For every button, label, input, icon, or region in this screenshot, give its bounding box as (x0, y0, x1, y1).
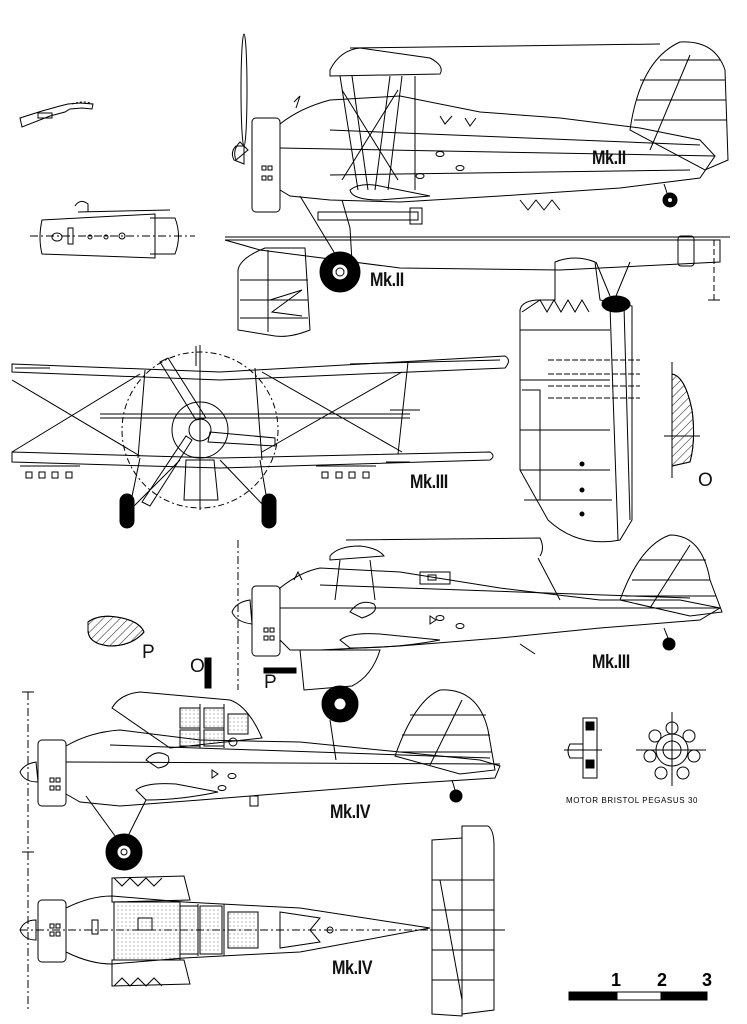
o-marker-label: O (190, 656, 205, 677)
view-label-mk4-top: Mk.IV (332, 958, 373, 979)
p-marker-label: P (264, 672, 277, 693)
exhaust-detail (19, 101, 94, 128)
engine-caption: MOTOR BRISTOL PEGASUS 30 (566, 796, 699, 805)
top-view-mk4 (19, 825, 505, 1017)
engine-front-view (636, 712, 706, 786)
p-section-marker (263, 667, 297, 674)
side-view-mk2 (231, 33, 729, 293)
view-label-mk3-front: Mk.III (410, 472, 448, 493)
view-label-mk4-side: Mk.IV (330, 802, 371, 823)
scale-tick-2: 2 (657, 970, 668, 990)
view-label-mk2-underside: Mk.II (370, 270, 404, 291)
section-p-label: P (142, 642, 155, 663)
o-section-marker (204, 657, 212, 689)
underside-view-mk2 (224, 235, 730, 337)
nose-underside-detail (30, 200, 195, 259)
front-view-mk3 (11, 345, 509, 529)
section-o (664, 362, 700, 478)
scale-tick-3: 3 (702, 970, 713, 990)
scale-tick-1: 1 (611, 970, 622, 990)
view-label-mk2-side: Mk.II (592, 148, 626, 169)
side-view-mk4 (19, 689, 501, 1012)
wing-underside-view (519, 257, 640, 543)
side-view-mk3 (231, 534, 723, 723)
engine-side-view (564, 717, 602, 779)
section-p (87, 615, 145, 647)
scale-bar (568, 991, 708, 1001)
section-o-label: O (698, 470, 713, 491)
view-label-mk3-side: Mk.III (592, 652, 630, 673)
